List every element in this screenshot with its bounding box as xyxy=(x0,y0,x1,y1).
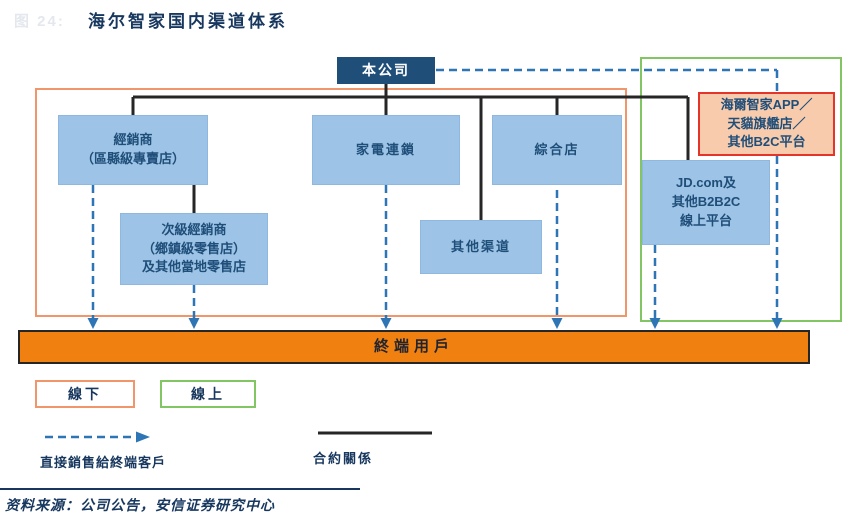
box-other-channels: 其他渠道 xyxy=(420,220,542,274)
box-jd-b2b2c-platform: JD.com及 其他B2B2C 線上平台 xyxy=(642,160,770,245)
box-appliance-chain: 家電連鎖 xyxy=(312,115,460,185)
source-line: 资料来源：公司公告，安信证券研究中心 xyxy=(5,497,275,513)
box-comprehensive-store: 綜合店 xyxy=(492,115,622,185)
offline-region-frame xyxy=(35,88,627,317)
legend-online-box: 線上 xyxy=(160,380,256,408)
legend-arrowhead xyxy=(136,431,150,443)
box-sub-distributor: 次級經銷商 （鄉鎮級零售店） 及其他當地零售店 xyxy=(120,213,268,285)
end-users-bar: 終端用戶 xyxy=(18,330,810,364)
legend-offline-box: 線下 xyxy=(35,380,135,408)
figure-title: 海尔智家国内渠道体系 xyxy=(88,12,288,31)
legend-dashed-arrow-label: 直接銷售給終端客戶 xyxy=(40,455,167,470)
box-distributor: 經銷商 （區縣級專賣店） xyxy=(58,115,208,185)
legend-solid-line-label: 合約關係 xyxy=(313,451,374,466)
figure-number-label: 图 24: xyxy=(14,13,65,30)
online-region-frame xyxy=(640,57,842,322)
box-haier-app-b2c-platform: 海爾智家APP／ 天貓旗艦店／ 其他B2C平台 xyxy=(698,92,835,156)
arrowhead xyxy=(551,318,563,329)
arrowhead xyxy=(87,318,99,329)
arrowhead xyxy=(188,318,200,329)
arrowhead xyxy=(380,318,392,329)
source-divider xyxy=(0,488,360,490)
box-company: 本公司 xyxy=(337,57,435,84)
